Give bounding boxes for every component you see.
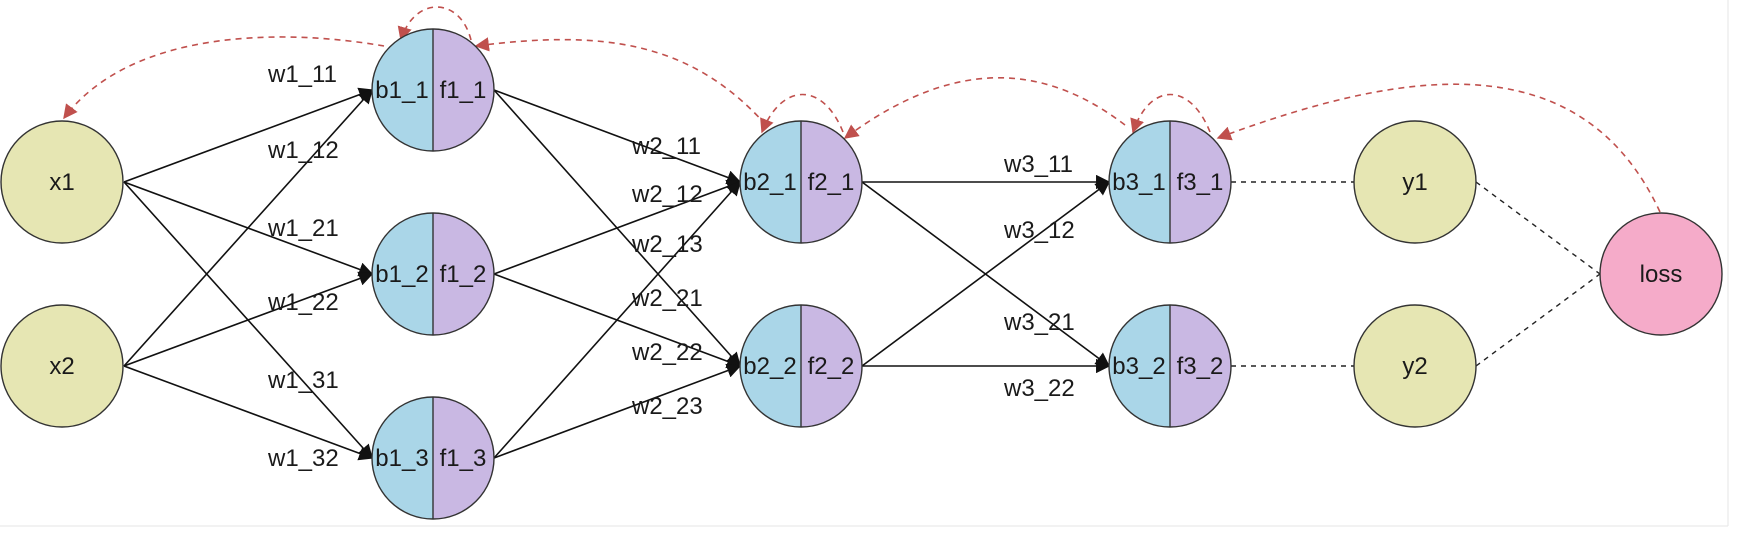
weight-label-w2_13: w2_13	[631, 231, 703, 258]
neuron-n13: b1_3 f1_3	[371, 396, 495, 520]
neuron-n21: b2_1 f2_1	[739, 120, 863, 244]
grad-n21-self	[760, 93, 844, 134]
edge-n12-n21	[493, 179, 742, 275]
edges-layer1	[123, 87, 374, 461]
dash-y1-loss	[1475, 181, 1601, 275]
neuron-n13-activation: f1_3	[440, 445, 487, 472]
node-label-x2: x2	[49, 353, 74, 380]
neuron-n31-activation: f3_1	[1177, 169, 1224, 196]
neuron-n13-bias: b1_3	[375, 445, 428, 472]
neuron-n12-bias: b1_2	[375, 261, 428, 288]
grad-n11-x1	[63, 36, 385, 120]
weight-label-w3_12: w3_12	[1003, 217, 1075, 244]
weight-label-w2_22: w2_22	[631, 339, 703, 366]
grad-loss-n31	[1216, 83, 1661, 213]
weight-label-w3_21: w3_21	[1003, 309, 1075, 336]
grad-n11-self	[397, 6, 472, 42]
neuron-n11-bias: b1_1	[375, 77, 428, 104]
weight-label-w1_21: w1_21	[267, 215, 339, 242]
node-label-y1: y1	[1402, 169, 1427, 196]
input-node-x2: x2	[0, 304, 124, 428]
node-label-y2: y2	[1402, 353, 1427, 380]
loss-node: loss	[1599, 212, 1723, 336]
edge-n11-n21	[493, 89, 742, 185]
grad-n31-n21	[843, 76, 1126, 139]
edge-x2-n13	[123, 365, 374, 461]
edge-n22-n31	[861, 181, 1111, 367]
neuron-n12-activation: f1_2	[440, 261, 487, 288]
dash-y2-loss	[1475, 273, 1601, 367]
neuron-n31-bias: b3_1	[1112, 169, 1165, 196]
weight-label-w3_22: w3_22	[1003, 375, 1075, 402]
weight-label-w2_11: w2_11	[631, 133, 701, 160]
edges-layer2	[493, 89, 742, 459]
weight-label-w3_11: w3_11	[1003, 151, 1073, 178]
output-node-y2: y2	[1353, 304, 1477, 428]
edge-n13-n21	[493, 180, 741, 459]
weight-label-w1_22: w1_22	[267, 289, 339, 316]
neuron-n22-activation: f2_2	[808, 353, 855, 380]
neuron-n32: b3_2 f3_2	[1108, 304, 1232, 428]
edge-x2-n12	[123, 271, 374, 367]
edge-x2-n11	[123, 88, 373, 367]
output-node-y1: y1	[1353, 120, 1477, 244]
neuron-n11: b1_1 f1_1	[371, 28, 495, 152]
neuron-n11-activation: f1_1	[440, 77, 487, 104]
neuron-n12: b1_2 f1_2	[371, 212, 495, 336]
weight-labels: w1_11 w1_12 w1_21 w1_22 w1_31 w1_32 w2_1…	[267, 61, 1075, 472]
weight-label-w1_31: w1_31	[267, 367, 339, 394]
weight-label-w1_32: w1_32	[267, 445, 339, 472]
neuron-n21-activation: f2_1	[808, 169, 855, 196]
neuron-n32-activation: f3_2	[1177, 353, 1224, 380]
node-label-x1: x1	[49, 169, 74, 196]
input-node-x1: x1	[0, 120, 124, 244]
weight-label-w2_21: w2_21	[631, 285, 703, 312]
weight-label-w2_12: w2_12	[631, 181, 703, 208]
grad-n21-n11	[474, 37, 767, 126]
neuron-n32-bias: b3_2	[1112, 353, 1165, 380]
weight-label-w1_12: w1_12	[267, 137, 339, 164]
edges-layer3	[861, 174, 1111, 374]
edge-x1-n11	[123, 87, 374, 183]
neuron-n21-bias: b2_1	[743, 169, 796, 196]
neuron-n22-bias: b2_2	[743, 353, 796, 380]
backprop-arcs	[63, 6, 1661, 213]
grad-n31-self	[1130, 93, 1211, 134]
neuron-n22: b2_2 f2_2	[739, 304, 863, 428]
neuron-n31: b3_1 f3_1	[1108, 120, 1232, 244]
weight-label-w1_11: w1_11	[267, 61, 337, 88]
node-label-loss: loss	[1640, 261, 1683, 288]
weight-label-w2_23: w2_23	[631, 393, 703, 420]
edge-n13-n22	[493, 363, 742, 459]
output-connections	[1231, 181, 1601, 367]
